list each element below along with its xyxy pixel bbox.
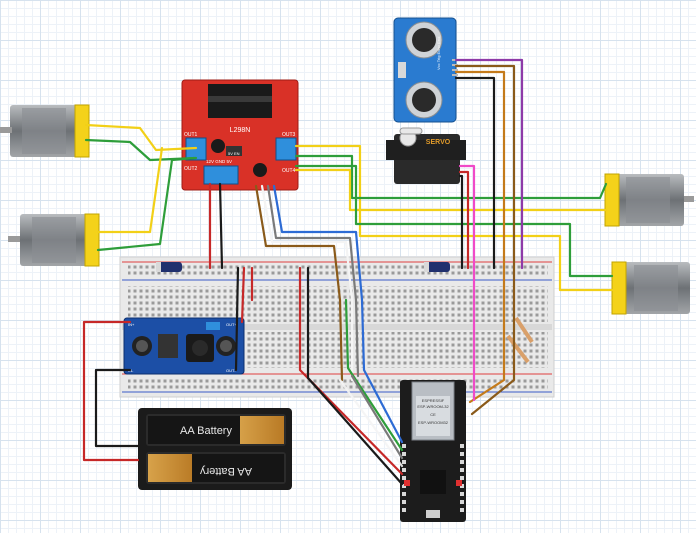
wire-motor-bl-green (96, 156, 196, 252)
wire-servo-pink (458, 164, 476, 402)
wire-us-purple (454, 58, 524, 270)
out3-label: OUT3 (282, 132, 296, 138)
battery-holder: AA Battery AA Battery (138, 408, 292, 490)
wire-in-brown (254, 184, 344, 382)
out4-label: OUT4 (282, 168, 296, 174)
out-plus-label: OUT+ (226, 322, 237, 327)
servo-label: SERVO (426, 139, 451, 146)
in-plus-label: IN+ (128, 322, 135, 327)
wire-esp-red (298, 266, 404, 476)
esp32-board: ESPRESSIF ESP-WROOM-32 CE ESP-WROOM32 (400, 380, 466, 522)
wire-in-white (260, 184, 354, 382)
motor-bottom-right (611, 261, 690, 315)
out2-label: OUT2 (184, 166, 198, 172)
out1-label: OUT1 (184, 132, 198, 138)
wire-us-brown (454, 64, 516, 416)
battery-bottom-label: AA Battery (200, 465, 252, 477)
wire-us-orange (454, 70, 506, 404)
esp32-model: ESP-WROOM-32 (417, 404, 449, 409)
motor-top-right (604, 173, 694, 227)
enable-label: 5V EN (228, 151, 240, 156)
ultrasonic-sensor: Vcc Trig Echo Gnd (393, 17, 458, 123)
esp32-ce: CE (430, 412, 436, 417)
wire-servo-black (458, 174, 464, 270)
wires (82, 58, 614, 486)
servo-motor: SERVO (386, 127, 466, 184)
wire-motor-bl-yellow (96, 146, 164, 234)
wire-out3-green (294, 154, 608, 200)
wire-buck-black-in (94, 368, 140, 448)
wire-buck-red-in (82, 320, 140, 462)
wire-out4-yellow (294, 168, 608, 212)
wire-out3-yellow (294, 144, 614, 292)
in-minus-label: IN- (128, 368, 134, 373)
wire-us-black (454, 76, 496, 270)
power-pin-labels: 12V GND 5V (206, 159, 232, 164)
wire-motor-tl-yellow (84, 123, 198, 152)
battery-top-label: AA Battery (180, 425, 232, 437)
wire-in-white-2 (338, 378, 404, 468)
wire-servo-red (458, 170, 470, 270)
wire-in-green (344, 298, 404, 452)
wire-buck-red-out (240, 266, 246, 324)
capacitor-left (156, 262, 182, 272)
capacitor-right (424, 262, 450, 272)
wire-in-gray (266, 184, 360, 378)
driver-name: L298N (230, 127, 251, 134)
out-minus-label: OUT- (226, 368, 236, 373)
l298n-motor-driver: L298N OUT1 OUT2 OUT3 OUT4 12V GND 5V 5V … (181, 79, 299, 191)
esp32-brand: ESPRESSIF (422, 398, 445, 403)
wire-driver-black (218, 182, 224, 270)
motor-top-left (0, 104, 90, 158)
resistors (506, 316, 534, 364)
ultrasonic-pin-labels: Vcc Trig Echo Gnd (436, 37, 441, 70)
esp32-model-2: ESP-WROOM32 (418, 420, 449, 425)
wire-motor-tl-green (84, 138, 198, 162)
wire-buck-black-out (234, 266, 240, 372)
wire-in-gray-2 (350, 374, 404, 460)
wire-in-blue (272, 184, 404, 444)
wire-esp-black (306, 266, 404, 486)
motor-bottom-left (8, 213, 100, 267)
buck-converter: IN+ IN- OUT+ OUT- (123, 317, 245, 375)
